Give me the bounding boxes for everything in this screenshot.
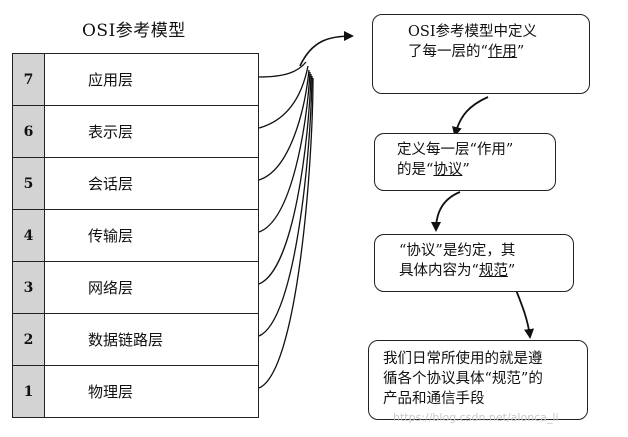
layer-name: 会话层	[88, 175, 134, 193]
diagram-title: OSI参考模型	[82, 21, 186, 41]
box-text-line: 循各个协议具体“规范”的	[383, 371, 543, 387]
connector-layer-3	[258, 73, 312, 285]
watermark: https://blog.csdn.net/alonca_li	[393, 411, 559, 424]
box-text-line: “协议”是约定，其	[399, 243, 516, 259]
osi-layer-stack: 7 应用层 6 表示层 5 会话层 4 传输层 3 网络层 2 数据链路层 1 …	[12, 53, 259, 418]
box-text-line: OSI参考模型中定义	[408, 24, 538, 40]
definition-box-4: 我们日常所使用的就是遵 循各个协议具体“规范”的 产品和通信手段	[368, 340, 588, 420]
layer-1: 1 物理层	[13, 366, 258, 417]
layer-number: 6	[13, 106, 45, 157]
connector-layer-1	[258, 77, 314, 389]
layer-name: 应用层	[88, 71, 134, 89]
keyword-underlined: 作用	[487, 44, 517, 60]
box-text-line: 了每一层的“作用”	[408, 44, 525, 60]
connector-layer-6	[258, 65, 309, 129]
layer-name: 数据链路层	[88, 331, 164, 349]
layer-number: 3	[13, 262, 45, 313]
connector-layer-2	[258, 75, 313, 337]
layer-number: 5	[13, 158, 45, 209]
connector-layer-4	[258, 71, 311, 233]
keyword-underlined: 协议	[433, 162, 463, 178]
layer-number: 2	[13, 314, 45, 365]
layer-number: 4	[13, 210, 45, 261]
connector-layer-7	[258, 61, 307, 78]
layer-number: 1	[13, 366, 45, 417]
box-text-line: 的是“协议”	[397, 162, 470, 178]
layer-6: 6 表示层	[13, 106, 258, 158]
definition-box-2: 定义每一层“作用” 的是“协议”	[374, 133, 556, 191]
layer-7: 7 应用层	[13, 54, 258, 106]
layer-name: 物理层	[88, 383, 134, 401]
arrow-box-3-to-box-4	[515, 289, 535, 339]
connector-layer-5	[258, 69, 310, 181]
layer-4: 4 传输层	[13, 210, 258, 262]
layer-2: 2 数据链路层	[13, 314, 258, 366]
arrow-box-1-to-box-2	[452, 96, 489, 137]
layer-3: 3 网络层	[13, 262, 258, 314]
layer-name: 表示层	[88, 123, 134, 141]
box-text-line: 我们日常所使用的就是遵	[383, 351, 543, 367]
definition-box-3: “协议”是约定，其 具体内容为“规范”	[374, 234, 574, 292]
box-text-line: 定义每一层“作用”	[397, 142, 514, 158]
keyword-underlined: 规范	[478, 263, 508, 279]
layer-number: 7	[13, 54, 45, 105]
layer-name: 传输层	[88, 227, 134, 245]
layer-5: 5 会话层	[13, 158, 258, 210]
arrow-box-2-to-box-3	[431, 191, 461, 232]
layer-name: 网络层	[88, 279, 134, 297]
box-text-line: 产品和通信手段	[383, 391, 485, 407]
definition-box-1: OSI参考模型中定义 了每一层的“作用”	[372, 14, 590, 94]
box-text-line: 具体内容为“规范”	[399, 263, 516, 279]
arrow-to-box-1	[299, 31, 354, 67]
